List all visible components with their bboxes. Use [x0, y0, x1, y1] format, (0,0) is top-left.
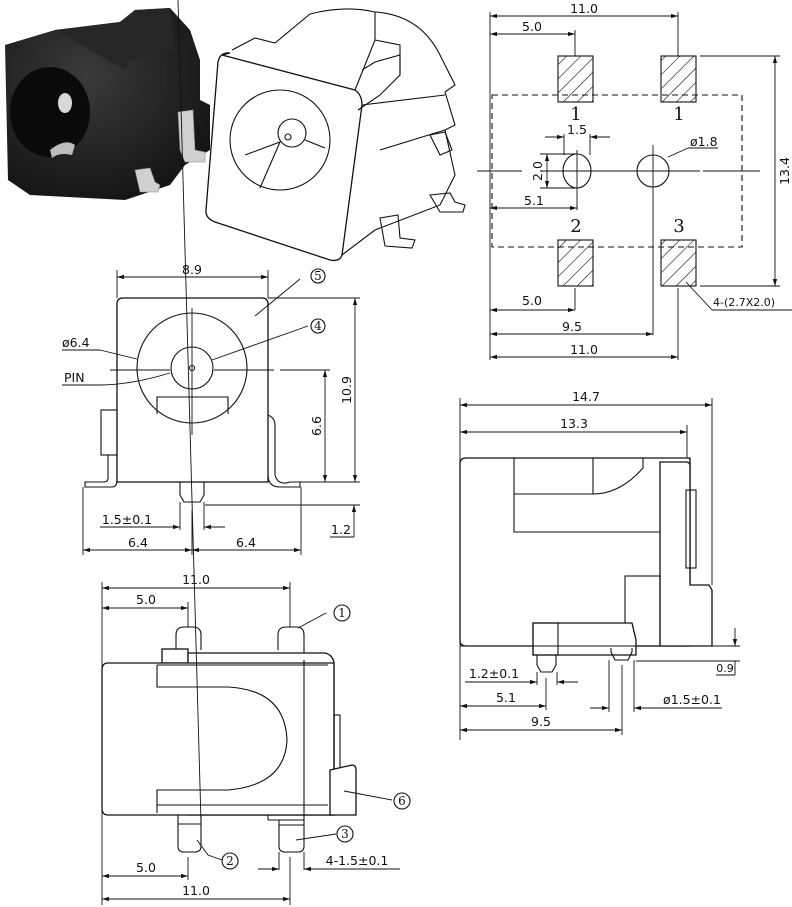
side-view: 14.7 13.3 1.2±0.1 5.1 9.5 ø1.5±0.1 0.9	[459, 389, 740, 740]
dim-footprint-bottom-11: 11.0	[570, 342, 598, 357]
callout-5-circle	[310, 268, 326, 284]
dim-pad-size: 4-(2.7X2.0)	[713, 296, 775, 309]
solder-tab-3d	[379, 214, 416, 249]
callout-6: 6	[398, 794, 406, 808]
callout-3: 3	[341, 827, 349, 841]
dim-tab-width: 4-1.5±0.1	[326, 853, 389, 868]
callout-4-circle	[310, 318, 326, 334]
solder-tab-photo	[177, 109, 206, 163]
dim-body-length: 13.3	[560, 416, 588, 431]
dim-footprint-9-5: 9.5	[562, 319, 582, 334]
dim-front-width: 8.9	[182, 262, 202, 277]
dim-pin-protrusion: 1.2	[331, 522, 351, 537]
dim-total-length: 14.7	[572, 389, 600, 404]
bottom-view: 1 6 3 2 11.0 5.0 5.0 11.0 4-1.5±0.1	[101, 0, 411, 905]
dim-footprint-bottom-5: 5.0	[522, 293, 542, 308]
callout-5: 5	[314, 269, 322, 283]
bore-circle-3d	[229, 89, 331, 191]
pad-3	[660, 239, 697, 287]
callout-6-circle	[393, 792, 411, 810]
dim-hole-height: 2.0	[530, 161, 545, 181]
pad-2	[557, 239, 594, 287]
dim-bottom-total: 11.0	[182, 883, 210, 898]
center-pin-photo	[58, 93, 72, 113]
dim-bottom-top-total: 11.0	[182, 572, 210, 587]
dim-bore-dia: ø6.4	[62, 335, 90, 350]
callout-2: 2	[226, 854, 234, 868]
dim-front-height: 10.9	[339, 376, 354, 404]
callout-1: 1	[338, 606, 346, 620]
dim-center-height: 6.6	[309, 416, 324, 436]
dim-peg2-dia: ø1.5±0.1	[663, 692, 721, 707]
pad-label-2: 2	[570, 216, 581, 237]
pad-label-3: 3	[673, 216, 684, 237]
pad-label-1b: 1	[673, 104, 684, 125]
dim-bottom-top-pin: 5.0	[136, 592, 156, 607]
dim-footprint-5: 5.0	[522, 19, 542, 34]
front-view: 5 4 8.9 ø6.4 PIN 10.9 6.6 1.5±0.1 6.4 6.…	[62, 262, 360, 555]
dim-hole-dia: ø1.8	[690, 134, 718, 149]
dim-footprint-11: 11.0	[570, 1, 598, 16]
front-body	[116, 297, 269, 483]
dim-peg2-offset: 9.5	[531, 714, 551, 729]
callout-2-circle	[221, 852, 239, 870]
side-body	[459, 457, 691, 647]
callout-1-circle	[333, 604, 351, 622]
dim-bottom-pin: 5.0	[136, 860, 156, 875]
pad-1-left	[557, 55, 594, 103]
pin-label: PIN	[64, 370, 85, 385]
dim-hole-offset: 5.1	[524, 193, 544, 208]
dim-peg1-width: 1.2±0.1	[469, 666, 519, 681]
callout-4: 4	[314, 319, 322, 333]
dim-pin-width: 1.5±0.1	[102, 512, 152, 527]
jack-bore-photo	[10, 67, 90, 157]
callout-3-circle	[336, 825, 354, 843]
pad-label-1a: 1	[570, 104, 581, 125]
dim-peg1-offset: 5.1	[496, 690, 516, 705]
front-face	[205, 52, 363, 262]
dim-left-half: 6.4	[128, 535, 148, 550]
pcb-footprint: 1 1 2 3	[477, 1, 792, 360]
dim-peg-height: 0.9	[716, 662, 734, 675]
dim-hole-width: 1.5	[567, 122, 587, 137]
product-photo	[5, 8, 210, 200]
dim-footprint-height: 13.4	[777, 157, 792, 185]
pad-1-right	[660, 55, 697, 103]
bottom-body	[101, 662, 335, 816]
dim-right-half: 6.4	[236, 535, 256, 550]
isometric-drawing	[205, 8, 466, 262]
footprint-outline	[491, 94, 743, 248]
